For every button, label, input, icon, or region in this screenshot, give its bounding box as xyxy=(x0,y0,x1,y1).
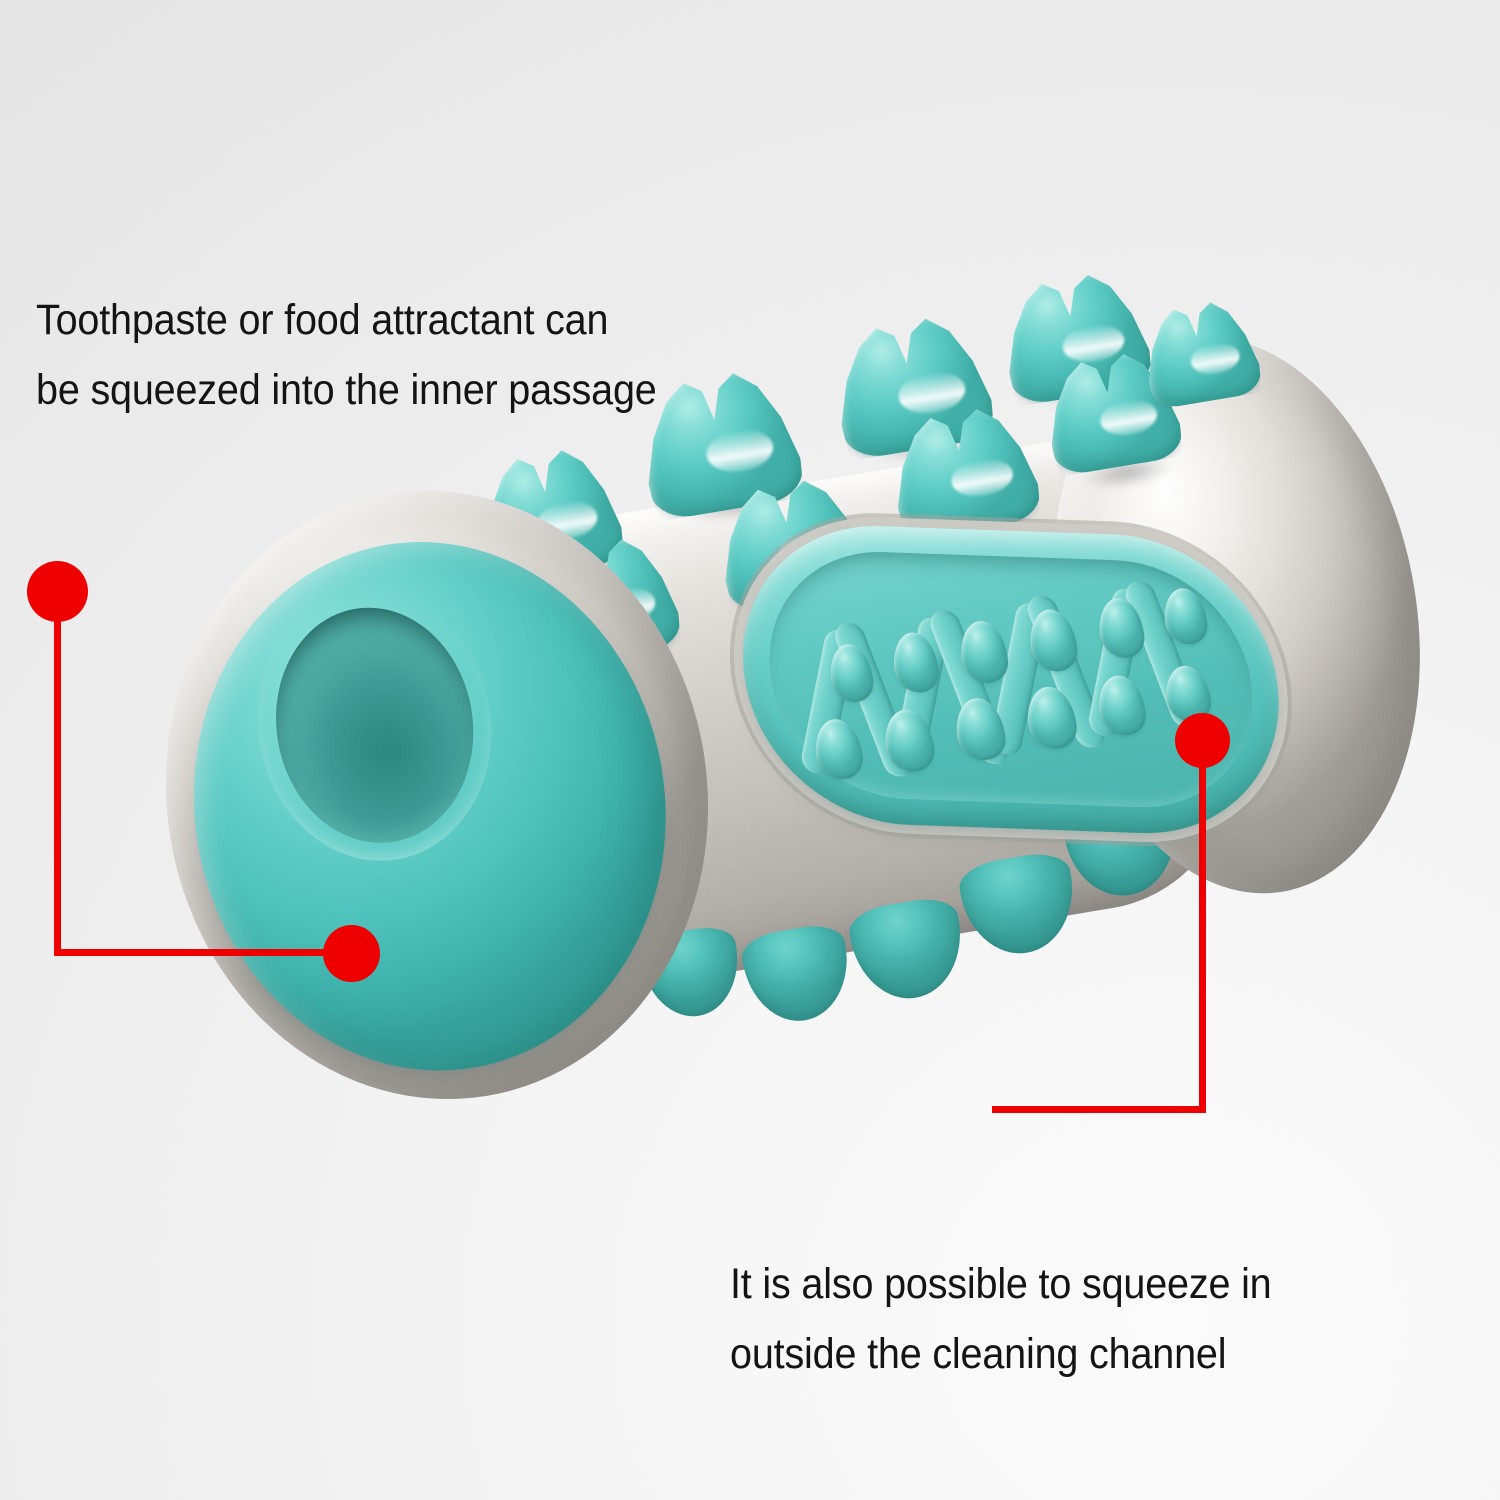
callout-leader-vertical-left xyxy=(54,588,61,956)
callout-leader-horizontal-right xyxy=(992,1106,1206,1113)
teal-cleaning-channel xyxy=(729,520,1293,839)
callout-leader-vertical-right xyxy=(1199,740,1206,1113)
callout-dot-target-inner-passage[interactable] xyxy=(323,925,380,982)
callout-leader-horizontal-left xyxy=(54,949,354,956)
callout-text-inner-passage: Toothpaste or food attractant can be squ… xyxy=(36,296,657,414)
dog-chew-toy-render xyxy=(89,269,1500,1322)
chewing-nub xyxy=(632,361,807,523)
chewing-nub xyxy=(1137,293,1264,410)
callout-dot-target-cleaning-channel[interactable] xyxy=(1175,713,1230,768)
callout-dot-origin-left[interactable] xyxy=(27,561,88,622)
callout-text-cleaning-channel: It is also possible to squeeze in outsid… xyxy=(730,1260,1272,1378)
